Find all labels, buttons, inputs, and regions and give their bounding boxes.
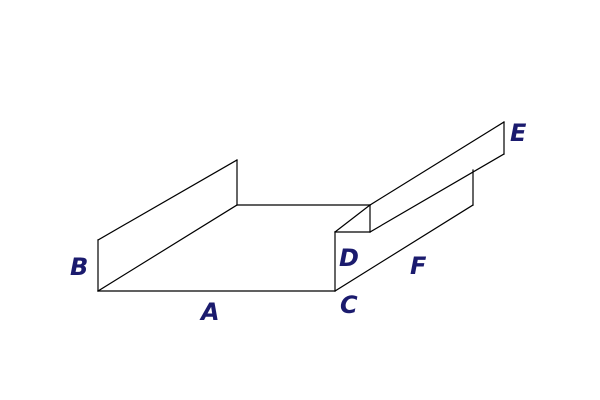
label-e: E <box>510 119 527 147</box>
length-f-bottom-edge <box>334 204 474 292</box>
flange-e-lower-edge <box>369 153 505 233</box>
flange-e-top-edge <box>369 121 505 206</box>
label-c: C <box>340 291 358 319</box>
label-f: F <box>410 252 427 280</box>
riser-d-top-side-edge <box>334 204 371 233</box>
label-b: B <box>70 253 88 281</box>
label-a: A <box>199 298 220 326</box>
label-d: D <box>339 244 359 272</box>
flange-b-top-edge <box>97 159 238 241</box>
flange-b-bottom-fold-edge <box>97 204 238 292</box>
